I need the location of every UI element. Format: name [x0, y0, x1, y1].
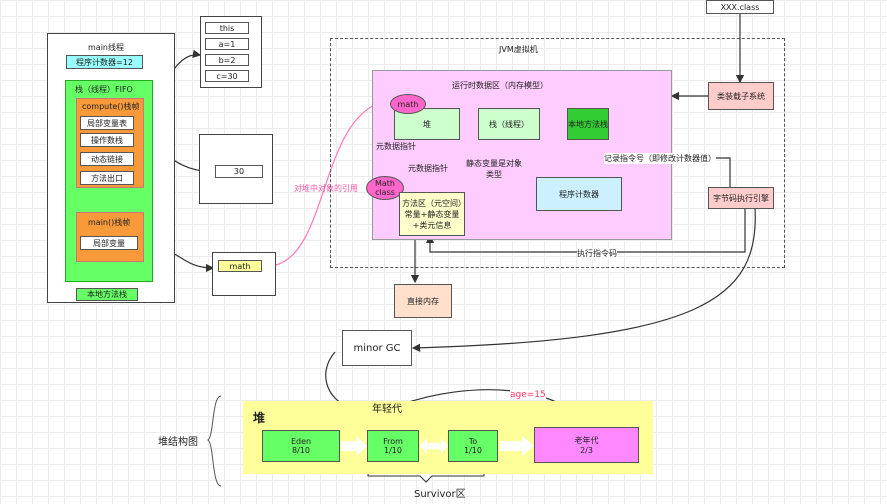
eden-box: Eden 8/10	[262, 430, 340, 462]
eden-to-from-arrow	[341, 436, 367, 456]
method-exit: 方法出口	[80, 171, 134, 185]
exec-engine: 字节码执行引擎	[708, 187, 774, 209]
from-ratio: 1/10	[384, 446, 402, 455]
dynamic-link: 动态链接	[80, 152, 134, 166]
local-c: c=30	[205, 70, 249, 82]
old-gen-label: 老年代	[574, 436, 599, 445]
thread-stack-title: 栈（线程）FIFO	[75, 85, 133, 94]
heap-ref-label: 对堆中对象的引用	[294, 184, 358, 193]
age-label: age=15	[510, 390, 546, 400]
native-stack-box: 本地方法栈	[567, 108, 609, 140]
exec-code-label: 执行指令码	[577, 248, 617, 259]
main-frame-title: main()栈帧	[88, 218, 131, 227]
old-gen-box: 老年代 2/3	[534, 427, 639, 463]
math-var-panel	[212, 252, 276, 296]
local-b: b=2	[205, 54, 249, 66]
to-box: To 1/10	[448, 430, 498, 462]
stack-box: 栈（线程）	[478, 108, 540, 140]
class-file: XXX.class	[706, 0, 774, 14]
old-gen-ratio: 2/3	[580, 446, 593, 455]
program-counter: 程序计数器=12	[66, 55, 143, 69]
math-var: math	[218, 260, 262, 272]
math-class: Math class	[366, 176, 404, 200]
minor-gc: minor GC	[342, 330, 412, 366]
local-var-table: 局部变量表	[80, 116, 134, 130]
eden-label: Eden	[290, 437, 312, 446]
record-label: 记录指令号（即修改计数器值）	[604, 153, 716, 164]
young-gen-label: 年轻代	[372, 404, 402, 415]
operand-stack: 操作数栈	[80, 133, 134, 147]
method-area: 方法区（元空间）常量+静态变量+类元信息	[399, 192, 465, 236]
from-label: From	[383, 437, 403, 446]
jvm-title: JVM虚拟机	[499, 45, 538, 54]
main-thread-title: main线程	[88, 43, 124, 52]
to-old-arrow	[500, 436, 534, 456]
heap-struct-title: 堆	[253, 411, 266, 425]
from-to-arrow	[420, 438, 448, 454]
static-var-note: 静态变量是对象类型	[466, 159, 522, 179]
meta-pointer-label: 元数据指针	[376, 142, 416, 151]
jvm-panel	[330, 38, 785, 268]
operand-value: 30	[215, 165, 263, 178]
local-this: this	[205, 22, 249, 34]
local-a: a=1	[205, 38, 249, 50]
heap-struct-label: 堆结构图	[158, 437, 198, 448]
heap-math-object: math	[390, 94, 426, 114]
to-ratio: 1/10	[464, 446, 482, 455]
class-loader: 类装载子系统	[708, 82, 774, 110]
main-local-var: 局部变量	[80, 236, 138, 250]
direct-memory: 直接内存	[394, 284, 452, 318]
native-method-stack: 本地方法栈	[76, 288, 138, 301]
survivor-label: Survivor区	[414, 489, 466, 500]
eden-ratio: 8/10	[292, 446, 310, 455]
pc-register: 程序计数器	[536, 177, 622, 211]
runtime-title: 运行时数据区（内存模型）	[452, 81, 548, 90]
from-box: From 1/10	[367, 430, 419, 462]
to-label: To	[468, 437, 478, 446]
meta-pointer-label-2: 元数据指针	[408, 164, 448, 173]
compute-frame-title: compute()栈帧	[82, 102, 140, 111]
